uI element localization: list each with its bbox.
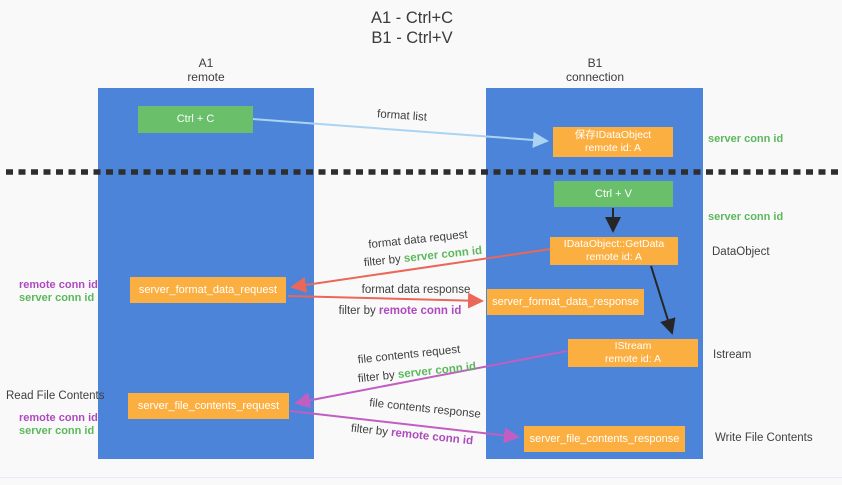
save-idataobject-line1: 保存IDataObject — [574, 129, 652, 141]
read-file-contents-label: Read File Contents — [6, 390, 105, 402]
diagram-title: A1 - Ctrl+C B1 - Ctrl+V — [312, 8, 512, 48]
getdata-line1: IDataObject::GetData — [563, 238, 665, 250]
filter-by-text: filter by — [363, 253, 405, 270]
server-conn-id-label-left-top: server conn id — [19, 292, 95, 304]
istream-line2: remote id: A — [604, 353, 662, 365]
filter-by-text: filter by — [357, 369, 399, 386]
column-header-b1: B1 connection — [487, 56, 703, 84]
file-contents-response-text: file contents response — [368, 397, 482, 421]
ctrl-c-box: Ctrl + C — [138, 106, 253, 133]
server-conn-id-label-top-right: server conn id — [708, 133, 784, 145]
column-b1-id: B1 — [587, 56, 603, 70]
file-contents-response-label: file contents response — [369, 397, 482, 421]
write-file-contents-label: Write File Contents — [715, 432, 813, 444]
remote-conn-id-text: remote conn id — [378, 305, 462, 317]
idataobject-getdata-box: IDataObject::GetData remote id: A — [550, 237, 678, 265]
format-response-filter-label: filter by remote conn id — [339, 305, 462, 317]
server-conn-id-text: server conn id — [403, 244, 483, 265]
column-header-a1: A1 remote — [98, 56, 314, 84]
ctrl-v-box: Ctrl + V — [554, 181, 673, 207]
column-a1-role: remote — [187, 70, 225, 84]
title-line-2: B1 - Ctrl+V — [371, 29, 453, 47]
file-response-label: server_file_contents_response — [529, 432, 680, 445]
istream-side-label: Istream — [713, 349, 752, 361]
server-file-contents-response-box: server_file_contents_response — [524, 426, 685, 452]
format-data-response-label: format data response — [362, 284, 471, 296]
title-line-1: A1 - Ctrl+C — [370, 9, 454, 27]
server-file-contents-request-box: server_file_contents_request — [128, 393, 289, 419]
server-format-data-response-box: server_format_data_response — [487, 289, 644, 315]
format-response-label: server_format_data_response — [492, 295, 639, 308]
remote-conn-id-label-left-top: remote conn id — [19, 279, 98, 291]
filter-by-text: filter by — [338, 305, 379, 317]
dataobject-label: DataObject — [712, 246, 770, 258]
remote-conn-id-label-left-bottom: remote conn id — [19, 412, 98, 424]
istream-box: IStream remote id: A — [568, 339, 698, 367]
server-conn-id-text: server conn id — [397, 360, 477, 381]
server-format-data-request-box: server_format_data_request — [130, 277, 286, 303]
ctrl-v-label: Ctrl + V — [595, 187, 632, 200]
arrow-format-data-response — [287, 292, 484, 309]
file-request-label: server_file_contents_request — [137, 399, 280, 412]
ctrl-c-label: Ctrl + C — [176, 113, 215, 125]
save-idataobject-box: 保存IDataObject remote id: A — [553, 127, 673, 157]
column-b1-role: connection — [565, 70, 625, 84]
istream-line1: IStream — [614, 340, 652, 352]
server-conn-id-label-left-bottom: server conn id — [19, 425, 95, 437]
filter-by-text: filter by — [350, 422, 392, 439]
remote-conn-id-text: remote conn id — [390, 426, 474, 448]
column-a1-id: A1 — [198, 56, 214, 70]
file-response-filter-label: filter by remote conn id — [350, 423, 473, 448]
server-conn-id-label-mid-right: server conn id — [708, 211, 784, 223]
format-request-label: server_format_data_request — [138, 283, 278, 296]
format-list-text: format list — [376, 108, 428, 124]
format-data-response-text: format data response — [361, 284, 471, 296]
getdata-line2: remote id: A — [585, 251, 643, 263]
save-idataobject-line2: remote id: A — [584, 142, 642, 154]
bottom-divider — [0, 477, 842, 478]
format-list-label: format list — [377, 108, 428, 123]
